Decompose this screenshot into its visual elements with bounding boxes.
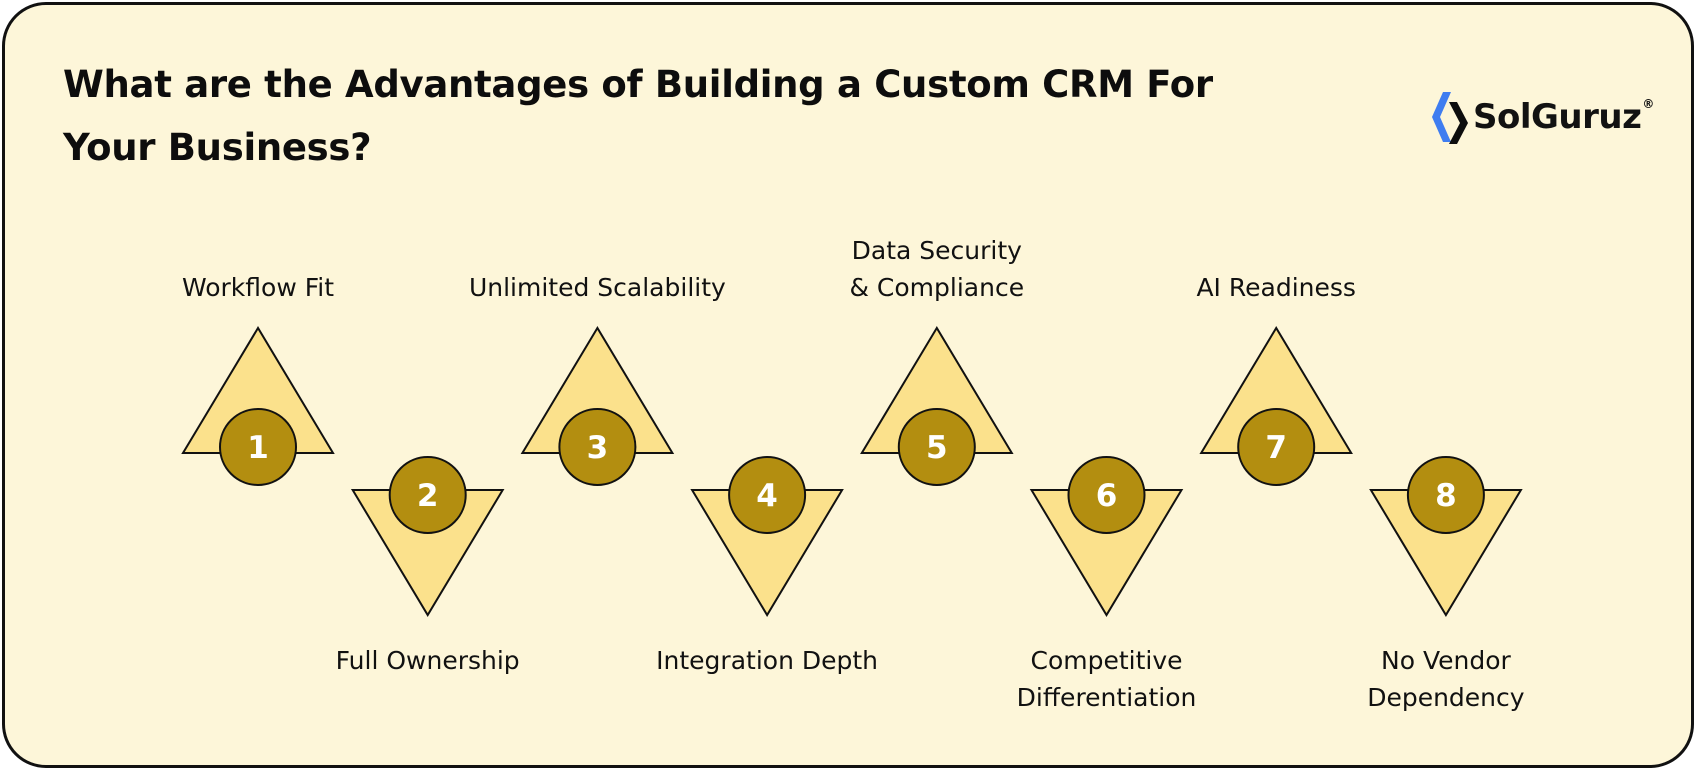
step-2-label: Full Ownership [335, 646, 520, 675]
step-8: 8 [1369, 456, 1523, 617]
brand-logo: SolGuruz ® [1429, 87, 1654, 147]
step-5: 5 [860, 326, 1014, 486]
step-3: 3 [520, 326, 675, 486]
step-8-number: 8 [1435, 478, 1457, 514]
step-5-badge [897, 408, 976, 486]
step-8-badge [1406, 456, 1485, 534]
step-6-badge [1067, 456, 1146, 534]
step-4-badge [728, 456, 807, 534]
registered-mark: ® [1642, 97, 1655, 111]
step-6: 6 [1029, 456, 1184, 617]
advantages-diagram: 1 2 3 4 5 6 7 8 [181, 326, 1523, 617]
step-7-badge [1237, 408, 1316, 486]
step-1-badge [219, 408, 297, 486]
step-5-label: Data Security & Compliance [849, 236, 1025, 302]
step-4: 4 [690, 456, 844, 617]
step-7: 7 [1199, 326, 1353, 486]
step-6-label: Competitive Differentiation [1016, 646, 1197, 712]
step-1-label: Workflow Fit [181, 273, 335, 302]
logo-wordmark: SolGuruz [1473, 97, 1642, 137]
solguruz-chevron-icon [1432, 92, 1468, 144]
step-4-label: Integration Depth [656, 646, 879, 675]
step-8-label: No Vendor Dependency [1367, 646, 1525, 712]
step-7-label: AI Readiness [1196, 273, 1356, 302]
page-title: What are the Advantages of Building a Cu… [63, 63, 1213, 169]
step-4-number: 4 [756, 478, 778, 514]
step-1: 1 [181, 326, 335, 486]
step-7-number: 7 [1265, 430, 1287, 466]
step-6-number: 6 [1096, 478, 1118, 514]
step-2-badge [388, 456, 467, 534]
step-5-number: 5 [926, 430, 948, 466]
step-3-badge [558, 408, 637, 486]
step-1-number: 1 [247, 430, 269, 466]
step-3-label: Unlimited Scalability [468, 273, 726, 302]
step-3-number: 3 [587, 430, 609, 466]
step-2: 2 [350, 456, 505, 617]
step-2-number: 2 [417, 478, 439, 514]
